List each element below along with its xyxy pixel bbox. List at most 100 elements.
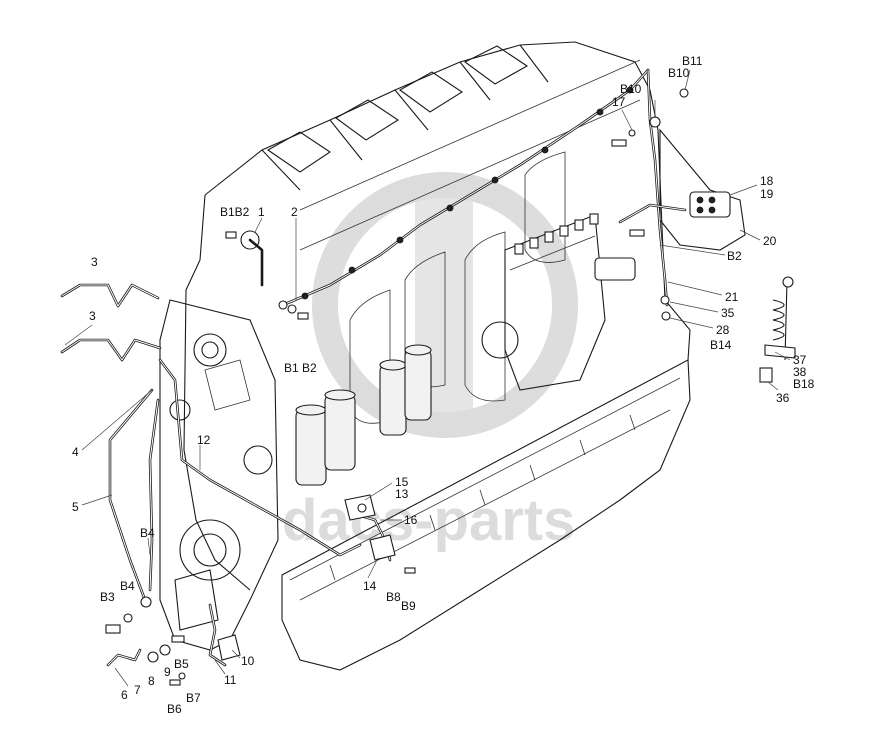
label-b1b2-mid: B1 B2 <box>284 361 317 375</box>
leader-b4-upper <box>147 537 151 556</box>
housing-boss-left <box>169 399 191 421</box>
side-housing <box>659 128 746 251</box>
pipe-3-upper-inner <box>61 284 159 307</box>
oil-pan <box>281 359 691 671</box>
return-line-right-inner <box>647 69 668 306</box>
label-b6: B6 <box>167 702 182 716</box>
label-17: 17 <box>612 95 626 109</box>
leader-17 <box>621 109 633 131</box>
label-b10-mid: B10 <box>620 82 642 96</box>
label-b5: B5 <box>174 657 189 671</box>
small-parts <box>105 88 796 686</box>
washer-8 <box>147 651 159 663</box>
bolt-b6 <box>169 679 181 686</box>
engine-top-edge <box>204 41 651 196</box>
label-b14: B14 <box>710 338 732 352</box>
label-b1b2-top: B1B2 <box>220 205 250 219</box>
spring-coil <box>772 299 785 341</box>
label-7: 7 <box>134 683 141 697</box>
pipe-12-inner <box>159 359 361 556</box>
label-2: 2 <box>291 205 298 219</box>
washer-9 <box>159 644 171 656</box>
leader-15 <box>364 482 393 501</box>
label-b11: B11 <box>682 54 703 68</box>
bolt-17 <box>611 139 627 147</box>
washer-b4-lower <box>123 613 133 623</box>
label-b2-right: B2 <box>727 249 742 263</box>
pump-outlet-5 <box>574 219 584 231</box>
spring-assembly <box>759 276 796 383</box>
filter-3 <box>379 364 407 436</box>
leader-35 <box>669 301 719 313</box>
pump-drive-cover <box>481 321 519 359</box>
timing-housing <box>159 299 279 651</box>
washer-b11 <box>679 88 689 98</box>
label-15: 15 <box>395 475 409 489</box>
bolt-b2-right <box>629 229 645 237</box>
filter-3-top <box>379 359 407 371</box>
pump-outlets <box>514 213 599 255</box>
cross-line-21 <box>618 203 687 224</box>
label-20: 20 <box>763 234 777 248</box>
cover-2 <box>334 99 400 141</box>
fitting-e <box>491 176 499 184</box>
label-3-top: 3 <box>91 255 98 269</box>
label-11: 11 <box>224 673 237 687</box>
leader-6 <box>114 667 129 687</box>
label-b4-lower: B4 <box>120 579 135 593</box>
bolt-b3 <box>105 624 121 634</box>
leader-28 <box>669 317 714 329</box>
label-36: 36 <box>776 391 790 405</box>
side-panel-3 <box>464 231 506 402</box>
pipe-b4-inner <box>149 399 159 591</box>
leader-4 <box>81 389 153 451</box>
label-38: 38 <box>793 365 807 379</box>
filter-head-port-3 <box>696 206 704 214</box>
leader-36 <box>767 381 779 391</box>
label-28: 28 <box>716 323 730 337</box>
leader-18 <box>729 184 758 196</box>
cross-line-21-inner <box>619 204 686 223</box>
watermark-text: dacs-parts <box>282 488 575 553</box>
washer-35 <box>660 295 670 305</box>
cover-dividers <box>261 44 549 191</box>
filter-4-top <box>404 344 432 356</box>
housing-plate <box>204 359 251 411</box>
pipe-6 <box>106 648 142 667</box>
pump-outlet-1 <box>514 243 524 255</box>
housing-boss-mid <box>243 445 273 475</box>
label-12: 12 <box>197 433 211 447</box>
housing-lower-flange <box>174 569 219 631</box>
leader-lines <box>64 69 791 687</box>
bolt-b5 <box>171 635 185 643</box>
leader-3-mid <box>64 324 93 346</box>
pulley-hub-inner <box>193 533 227 567</box>
label-3-mid: 3 <box>89 309 96 323</box>
label-14: 14 <box>363 579 377 593</box>
cover-3 <box>398 71 464 113</box>
head-rail-lower <box>299 99 641 251</box>
pipe-6-inner <box>107 649 141 666</box>
fuel-filters <box>295 344 432 486</box>
callout-labels: B11 B10 B10 17 18 19 20 B2 21 35 28 B14 … <box>72 54 815 716</box>
label-4: 4 <box>72 445 79 459</box>
leader-11 <box>214 659 226 675</box>
filter-head-port-1 <box>696 196 704 204</box>
banjo-b4 <box>140 596 152 608</box>
fitting-d <box>446 204 454 212</box>
cover-1 <box>266 131 331 173</box>
leader-10 <box>231 649 241 659</box>
label-b7: B7 <box>186 691 201 705</box>
label-21: 21 <box>725 290 739 304</box>
head-rail-upper <box>299 59 641 211</box>
pump-outlet-4 <box>559 225 569 237</box>
housing-boss-top-inner <box>201 341 219 359</box>
leader-b2-right <box>659 244 726 256</box>
bolt-b1-top <box>225 231 237 239</box>
pump-outlet-6 <box>589 213 599 225</box>
filter-2-top <box>324 389 356 401</box>
cover-4 <box>463 45 529 85</box>
pipe-5-inner <box>109 389 153 601</box>
leader-b11 <box>684 69 691 91</box>
